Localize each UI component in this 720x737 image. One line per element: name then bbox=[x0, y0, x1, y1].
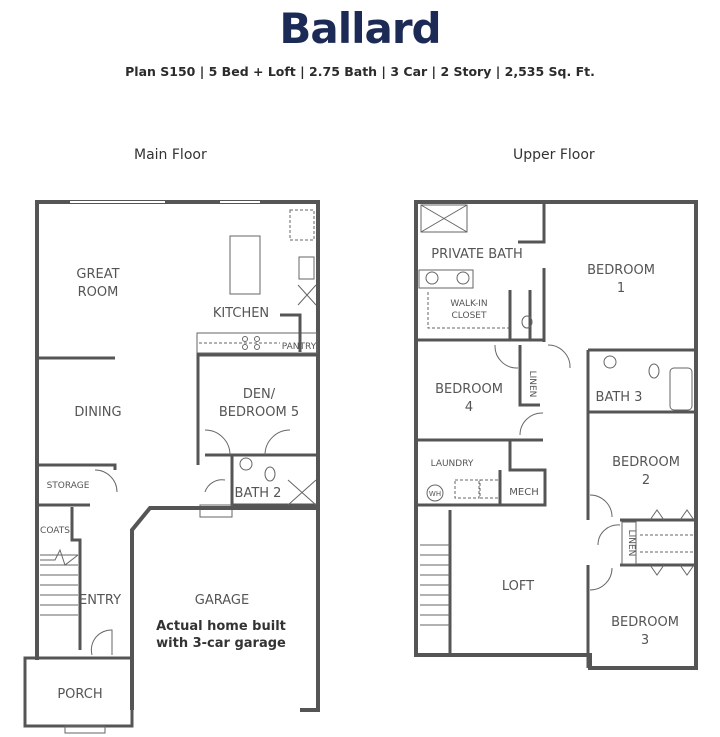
room-label-walk-in: WALK-IN bbox=[450, 299, 487, 309]
room-label-bedroom-2: BEDROOM bbox=[612, 455, 680, 470]
room-label-pantry: PANTRY bbox=[282, 342, 317, 352]
room-label-bedroom-3-num: 3 bbox=[641, 633, 649, 648]
upper-floor-label: Upper Floor bbox=[513, 147, 595, 163]
room-label-great-room: GREAT bbox=[76, 267, 119, 282]
room-label-great-room-2: ROOM bbox=[78, 285, 119, 300]
room-label-coats: COATS bbox=[40, 526, 70, 536]
room-label-porch: PORCH bbox=[57, 687, 102, 702]
plan-specs: Plan S150 | 5 Bed + Loft | 2.75 Bath | 3… bbox=[125, 64, 595, 79]
upper-floor-plan: PRIVATE BATH BEDROOM 1 WALK-IN CLOSET BE… bbox=[414, 200, 698, 670]
room-label-bedroom-5: BEDROOM 5 bbox=[219, 405, 299, 420]
room-label-bedroom-4: BEDROOM bbox=[435, 382, 503, 397]
room-label-bedroom-1-num: 1 bbox=[617, 281, 625, 296]
room-label-closet: CLOSET bbox=[452, 311, 487, 321]
room-label-bath-3: BATH 3 bbox=[596, 390, 643, 405]
room-label-bedroom-1: BEDROOM bbox=[587, 263, 655, 278]
room-label-kitchen: KITCHEN bbox=[213, 306, 269, 321]
room-label-laundry: LAUNDRY bbox=[431, 459, 474, 469]
main-floor-plan: PANTRY GREAT ROOM KITCHEN DINING DEN/ BE bbox=[23, 200, 320, 734]
plan-title: Ballard bbox=[279, 4, 441, 53]
room-label-bedroom-3: BEDROOM bbox=[611, 615, 679, 630]
room-label-den: DEN/ bbox=[243, 387, 276, 402]
room-label-bedroom-4-num: 4 bbox=[465, 400, 473, 415]
room-label-private-bath: PRIVATE BATH bbox=[431, 247, 522, 262]
garage-note-line-1: Actual home built bbox=[156, 619, 286, 634]
room-label-bath-2: BATH 2 bbox=[235, 486, 282, 501]
room-label-storage: STORAGE bbox=[47, 481, 90, 491]
room-label-linen-b: LINEN bbox=[626, 530, 636, 557]
room-label-loft: LOFT bbox=[502, 579, 534, 594]
room-label-garage: GARAGE bbox=[195, 593, 249, 608]
room-label-dining: DINING bbox=[74, 405, 121, 420]
garage-note-line-2: with 3-car garage bbox=[156, 636, 286, 651]
room-label-bedroom-2-num: 2 bbox=[642, 473, 650, 488]
room-label-mech: MECH bbox=[509, 487, 538, 498]
main-floor-label: Main Floor bbox=[134, 147, 207, 163]
room-label-linen-a: LINEN bbox=[527, 371, 537, 398]
room-label-entry: ENTRY bbox=[79, 593, 121, 608]
room-label-water-heater: WH bbox=[429, 490, 441, 498]
